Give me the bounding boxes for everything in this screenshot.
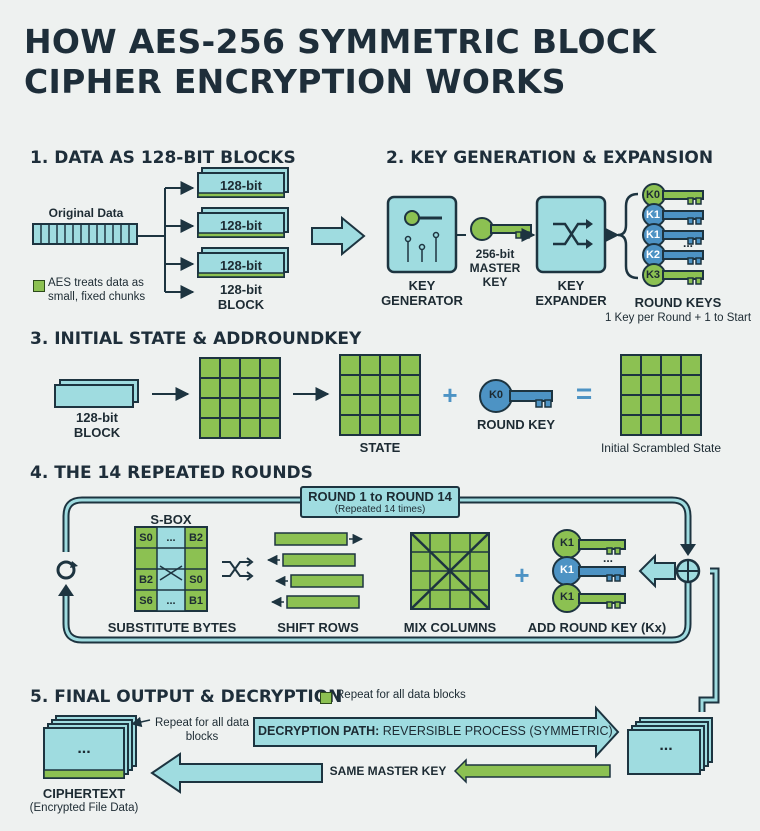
state-grid-c bbox=[620, 354, 702, 436]
state-grid-b bbox=[339, 354, 421, 436]
round-keys-brace bbox=[617, 192, 639, 280]
initial-scrambled-label: Initial Scrambled State bbox=[600, 441, 722, 455]
decryption-path-arrow bbox=[253, 705, 620, 759]
block-label-2: 128-bit bbox=[220, 218, 262, 233]
k1-label-a: K1 bbox=[559, 537, 575, 549]
sbox-cell-8: B1 bbox=[188, 595, 204, 607]
k1-dots: ... bbox=[602, 551, 613, 565]
round-key-k2-label: K2 bbox=[645, 249, 661, 261]
same-key-arrow bbox=[453, 758, 611, 784]
plus-sign-s4: + bbox=[514, 560, 530, 590]
round-keys-dots: ... bbox=[682, 236, 693, 250]
cycle-icon bbox=[56, 560, 78, 580]
round-key-k0-graphic bbox=[479, 379, 553, 413]
output-doc-dots: ... bbox=[659, 737, 673, 754]
repeat-legend-label: Repeat for all data blocks bbox=[336, 689, 466, 701]
master-key-graphic bbox=[470, 217, 532, 241]
sbox-title: S-BOX bbox=[150, 512, 192, 527]
sbox-grid bbox=[134, 526, 208, 612]
round-banner-title: ROUND 1 to ROUND 14 bbox=[308, 489, 452, 504]
split-connector bbox=[137, 181, 195, 299]
shift-rows-graphic bbox=[274, 532, 364, 609]
section-4-title: 4. THE 14 REPEATED ROUNDS bbox=[30, 463, 313, 483]
decryption-path-bold: DECRYPTION PATH: bbox=[258, 724, 380, 738]
ciphertext-subtitle: (Encrypted File Data) bbox=[29, 802, 139, 814]
sbox-cell-5: S0 bbox=[189, 574, 203, 586]
mix-columns-label: MIX COLUMNS bbox=[403, 620, 497, 635]
round-key-k0-label: K0 bbox=[645, 189, 661, 201]
state-label: STATE bbox=[359, 440, 401, 455]
round-key-label: ROUND KEY bbox=[476, 417, 555, 432]
round-banner-subtitle: (Repeated 14 times) bbox=[334, 504, 426, 515]
ciphertext-doc-dots: ... bbox=[77, 740, 91, 757]
round-keys-subtitle: 1 Key per Round + 1 to Start bbox=[604, 312, 752, 324]
original-data-strip bbox=[32, 223, 138, 245]
note-bullet bbox=[33, 280, 45, 292]
sbox-cell-6: S6 bbox=[139, 595, 153, 607]
sbox-cell-7: ... bbox=[166, 595, 176, 607]
key-generator-label: KEY GENERATOR bbox=[381, 278, 463, 308]
output-connector bbox=[698, 567, 720, 712]
return-arrow bbox=[638, 553, 676, 589]
section-1-title: 1. DATA AS 128-BIT BLOCKS bbox=[30, 148, 296, 168]
decryption-path-text: DECRYPTION PATH: REVERSIBLE PROCESS (SYM… bbox=[258, 724, 613, 738]
section-5-title: 5. FINAL OUTPUT & DECRYPTION bbox=[30, 687, 343, 707]
to-ciphertext-arrow bbox=[150, 752, 323, 794]
key-expander-box bbox=[535, 195, 607, 274]
sbox-cell-3: B2 bbox=[188, 532, 204, 544]
round-key-k1b-label: K1 bbox=[645, 229, 661, 241]
substitute-bytes-label: SUBSTITUTE BYTES bbox=[107, 620, 237, 635]
round-key-k1a-label: K1 bbox=[645, 209, 661, 221]
repeat-legend-swatch bbox=[320, 692, 332, 704]
state-grid-a bbox=[199, 357, 281, 439]
sbox-cell-2: ... bbox=[166, 532, 176, 544]
xor-symbol bbox=[675, 558, 701, 584]
original-data-label: Original Data bbox=[48, 206, 124, 220]
master-key-label: 256-bit MASTER KEY bbox=[469, 247, 521, 289]
key-expander-label: KEY EXPANDER bbox=[535, 278, 607, 308]
chunks-note: AES treats data as small, fixed chunks bbox=[48, 277, 146, 303]
output-doc-stack bbox=[627, 717, 713, 775]
s3-block-label: 128-bit BLOCK bbox=[73, 410, 121, 440]
round-key-k1-graphics bbox=[552, 529, 626, 613]
section-3-title: 3. INITIAL STATE & ADDROUNDKEY bbox=[30, 329, 362, 349]
mix-columns-grid bbox=[410, 532, 490, 610]
k1-label-b: K1 bbox=[559, 564, 575, 576]
block-label-1: 128-bit bbox=[220, 178, 262, 193]
shift-rows-label: SHIFT ROWS bbox=[277, 620, 359, 635]
block-accents bbox=[197, 192, 285, 278]
block-stack-s3 bbox=[54, 379, 139, 408]
block-caption: 128-bit BLOCK bbox=[217, 282, 265, 312]
round-keys-title: ROUND KEYS bbox=[634, 295, 722, 310]
big-arrow-1 bbox=[311, 215, 366, 257]
round-key-k0-chip: K0 bbox=[488, 389, 504, 401]
page-title: HOW AES-256 SYMMETRIC BLOCK CIPHER ENCRY… bbox=[24, 22, 657, 101]
round-loop-inner bbox=[64, 498, 690, 642]
shuffle-icon bbox=[222, 557, 254, 581]
key-generator-box bbox=[386, 195, 458, 274]
plus-sign-s3: + bbox=[442, 380, 458, 410]
sbox-cell-4: B2 bbox=[138, 574, 154, 586]
k1-label-c: K1 bbox=[559, 591, 575, 603]
block-label-3: 128-bit bbox=[220, 258, 262, 273]
same-master-key-label: SAME MASTER KEY bbox=[329, 764, 447, 778]
add-round-key-label: ADD ROUND KEY (Kx) bbox=[527, 620, 667, 635]
equals-sign: = bbox=[575, 378, 593, 409]
round-banner: ROUND 1 to ROUND 14 (Repeated 14 times) bbox=[300, 486, 460, 518]
ciphertext-label: CIPHERTEXT bbox=[42, 786, 126, 801]
section-2-title: 2. KEY GENERATION & EXPANSION bbox=[386, 148, 714, 168]
decryption-path-rest: REVERSIBLE PROCESS (SYMMETRIC) bbox=[382, 724, 613, 738]
round-key-k3-label: K3 bbox=[645, 269, 661, 281]
repeat-note: Repeat for all data blocks bbox=[155, 717, 249, 743]
sbox-cell-1: S0 bbox=[139, 532, 153, 544]
